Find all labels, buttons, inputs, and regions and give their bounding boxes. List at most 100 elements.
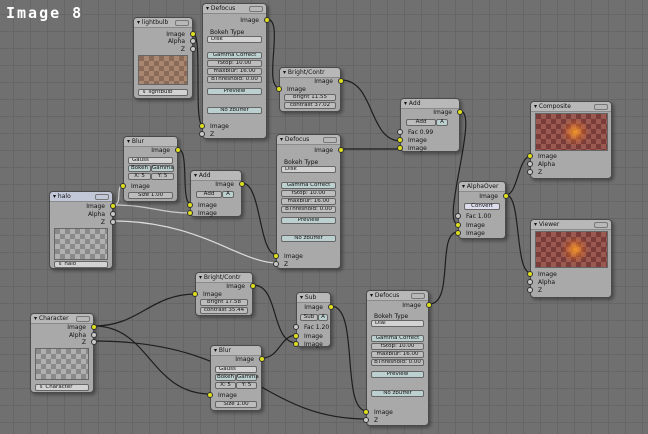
- bthreshold-field[interactable]: BThreshold: 0.00: [281, 206, 336, 213]
- socket-alpha-out[interactable]: [91, 332, 97, 338]
- contrast-field[interactable]: contrast 37.02: [284, 102, 336, 109]
- fac-field[interactable]: Fac 1.00: [466, 213, 492, 220]
- no-zbuffer-toggle[interactable]: No zbuffer: [207, 107, 262, 114]
- use-alpha-toggle[interactable]: A: [222, 191, 234, 198]
- socket-image-out[interactable]: [426, 302, 432, 308]
- size-y-field[interactable]: Y: 5: [151, 173, 174, 180]
- node-header[interactable]: ▾ Character: [31, 314, 93, 324]
- socket-image-out[interactable]: [250, 283, 256, 289]
- fstop-field[interactable]: fStop: 10.00: [371, 343, 424, 350]
- socket-z-out[interactable]: [91, 339, 97, 345]
- image-select[interactable]: ⇕ lightbulb: [138, 89, 188, 96]
- blur-node-2[interactable]: ▾ Blur Image Gauss Bokeh Gamma X: 5 Y: 5…: [207, 345, 265, 411]
- fac-field[interactable]: Fac 0.99: [408, 129, 434, 136]
- socket-image-out[interactable]: [259, 356, 265, 362]
- composite-node[interactable]: ▾ Composite Image Alpha Z: [527, 101, 612, 179]
- no-zbuffer-toggle[interactable]: No zbuffer: [371, 390, 424, 397]
- mix-sub-node[interactable]: ▾ Sub Image Sub A Fac 1.20 Image Image: [293, 292, 334, 348]
- node-controls-icon[interactable]: [323, 137, 337, 143]
- socket-image-in-2[interactable]: [293, 341, 299, 347]
- socket-alpha-in[interactable]: [527, 279, 533, 285]
- socket-image-in-2[interactable]: [455, 230, 461, 236]
- socket-image-in[interactable]: [192, 291, 198, 297]
- preview-toggle[interactable]: Preview: [281, 217, 336, 224]
- socket-fac-in[interactable]: [397, 129, 403, 135]
- bokeh-toggle[interactable]: Bokeh: [215, 374, 236, 381]
- node-header[interactable]: ▾ Bright/Contr: [280, 68, 340, 78]
- maxblur-field[interactable]: maxblur: 16.00: [281, 198, 336, 205]
- node-header[interactable]: ▾ Add: [401, 99, 459, 109]
- node-controls-icon[interactable]: [411, 293, 425, 299]
- socket-image-out[interactable]: [338, 147, 344, 153]
- use-alpha-toggle[interactable]: A: [436, 119, 448, 126]
- bthreshold-field[interactable]: BThreshold: 0.00: [207, 76, 262, 83]
- filter-type-select[interactable]: Gauss: [128, 157, 173, 164]
- socket-image-out[interactable]: [190, 31, 196, 37]
- bright-field[interactable]: bright 11.55: [284, 94, 336, 101]
- socket-image-out[interactable]: [328, 304, 334, 310]
- socket-image-in[interactable]: [363, 409, 369, 415]
- fac-field[interactable]: Fac 1.20: [304, 324, 330, 331]
- bokeh-toggle[interactable]: Bokeh: [128, 165, 151, 172]
- socket-image-out[interactable]: [175, 147, 181, 153]
- socket-z-out[interactable]: [190, 46, 196, 52]
- maxblur-field[interactable]: maxblur: 16.00: [371, 351, 424, 358]
- defocus-node-2[interactable]: ▾ Defocus Image Bokeh Type Disk Gamma Co…: [273, 134, 344, 269]
- node-header[interactable]: ▾ Composite: [531, 102, 611, 112]
- socket-z-out[interactable]: [110, 219, 116, 225]
- preview-toggle[interactable]: Preview: [207, 88, 262, 95]
- fstop-field[interactable]: fStop: 10.00: [207, 60, 262, 67]
- node-header[interactable]: ▾ Viewer: [531, 220, 611, 230]
- gamma-correct-toggle[interactable]: Gamma Correct: [281, 182, 336, 189]
- socket-fac-in[interactable]: [293, 324, 299, 330]
- size-field[interactable]: Size 1.00: [128, 192, 173, 199]
- convert-premul-toggle[interactable]: Convert: [464, 203, 500, 210]
- node-header[interactable]: ▾ AlphaOver: [459, 182, 505, 192]
- node-controls-icon[interactable]: [175, 20, 189, 26]
- size-x-field[interactable]: X: 5: [128, 173, 151, 180]
- socket-image-in-1[interactable]: [397, 137, 403, 143]
- node-header[interactable]: ▾ Defocus: [277, 135, 340, 145]
- mix-add-node-1[interactable]: ▾ Add Image Add A Fac 0.99 Image Image: [397, 98, 463, 152]
- bokeh-type-select[interactable]: Disk: [207, 36, 262, 43]
- bright-field[interactable]: bright 17.58: [200, 299, 248, 306]
- node-header[interactable]: ▾ Blur: [211, 346, 261, 356]
- viewer-node[interactable]: ▾ Viewer Image Alpha Z: [527, 219, 612, 298]
- node-controls-icon[interactable]: [594, 222, 608, 228]
- use-alpha-toggle[interactable]: A: [318, 314, 328, 321]
- node-header[interactable]: ▾ halo: [50, 192, 112, 202]
- mix-add-node-2[interactable]: ▾ Add Image Add A Image Image: [187, 170, 245, 217]
- socket-z-in[interactable]: [527, 169, 533, 175]
- socket-image-in-2[interactable]: [187, 210, 193, 216]
- no-zbuffer-toggle[interactable]: No zbuffer: [281, 235, 336, 242]
- gamma-toggle[interactable]: Gamma: [151, 165, 174, 172]
- socket-z-in[interactable]: [273, 261, 279, 267]
- socket-image-in[interactable]: [207, 392, 213, 398]
- blend-mode-select[interactable]: Sub: [300, 314, 318, 321]
- socket-z-in[interactable]: [363, 417, 369, 423]
- alpha-over-node[interactable]: ▾ AlphaOver Image Convert Fac 1.00 Image…: [455, 181, 509, 239]
- image-node-character[interactable]: ▾ Character Image Alpha Z ⇕ Character: [30, 313, 97, 393]
- bthreshold-field[interactable]: BThreshold: 0.00: [371, 359, 424, 366]
- socket-image-out[interactable]: [503, 193, 509, 199]
- gamma-correct-toggle[interactable]: Gamma Correct: [371, 335, 424, 342]
- socket-image-in-1[interactable]: [293, 333, 299, 339]
- size-field[interactable]: Size 1.00: [215, 401, 257, 408]
- image-select[interactable]: ⇕ halo: [54, 261, 108, 268]
- socket-image-in-1[interactable]: [455, 222, 461, 228]
- bright-contrast-node-2[interactable]: ▾ Bright/Contr Image Image bright 17.58 …: [192, 272, 256, 316]
- node-header[interactable]: ▾ Blur: [124, 137, 177, 147]
- maxblur-field[interactable]: maxblur: 16.00: [207, 68, 262, 75]
- node-header[interactable]: ▾ Bright/Contr: [196, 273, 252, 283]
- preview-toggle[interactable]: Preview: [371, 371, 424, 378]
- socket-image-out[interactable]: [457, 109, 463, 115]
- gamma-toggle[interactable]: Gamma: [236, 374, 259, 381]
- socket-z-in[interactable]: [199, 131, 205, 137]
- node-controls-icon[interactable]: [594, 104, 608, 110]
- socket-alpha-out[interactable]: [190, 38, 196, 44]
- bokeh-type-select[interactable]: Dial: [371, 320, 424, 327]
- bokeh-type-select[interactable]: Disk: [281, 166, 336, 173]
- node-header[interactable]: ▾ Add: [191, 171, 241, 181]
- gamma-correct-toggle[interactable]: Gamma Correct: [207, 52, 262, 59]
- socket-image-in[interactable]: [527, 153, 533, 159]
